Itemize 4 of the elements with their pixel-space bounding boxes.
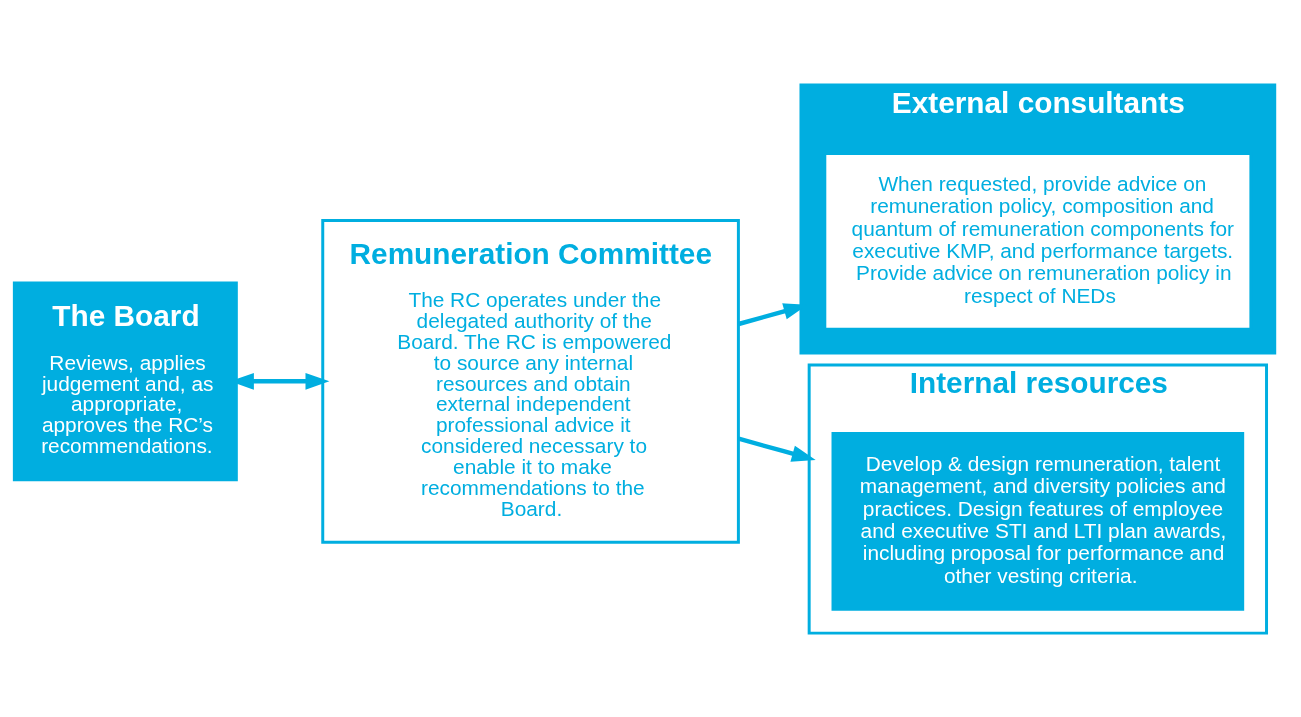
node-box: Develop & design remuneration, talent management, and diversity policies and practices. Design features of employee and executive STI and LTI plan awards, including proposal for performance and other vesting criteria. [831, 431, 1245, 611]
arrow [738, 436, 816, 462]
node-box: Remuneration Committee The RC operates under the delegated authority of the Board. The RC is empowered to source any internal resources and obtain external independent professional advice it considered necessary to enable it to make recommendations to the Board. [321, 218, 740, 544]
node-box: The Board Reviews, applies judgement and, as appropriate, approves the RC’s recommendations. [12, 281, 238, 481]
